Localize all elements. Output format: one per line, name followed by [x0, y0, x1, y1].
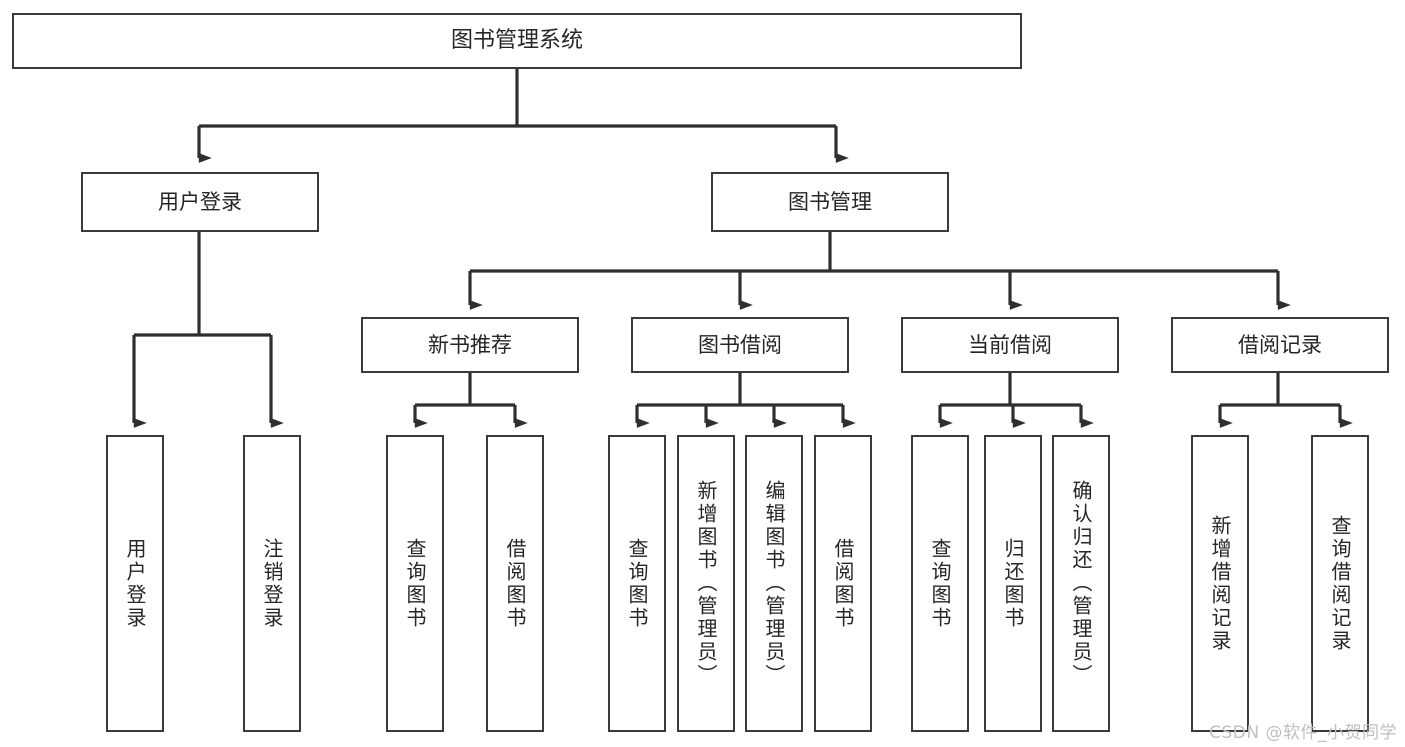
node-leaf-edit-book[interactable]: 编辑图书（管理员）: [745, 435, 803, 732]
node-new-book-recommend[interactable]: 新书推荐: [361, 317, 579, 373]
node-current-borrow[interactable]: 当前借阅: [901, 317, 1119, 373]
node-leaf-add-book[interactable]: 新增图书（管理员）: [677, 435, 735, 732]
node-root-system[interactable]: 图书管理系统: [12, 13, 1022, 69]
node-label: 查询图书: [928, 537, 952, 630]
node-label: 图书管理: [788, 189, 872, 214]
node-leaf-query-book-current[interactable]: 查询图书: [911, 435, 969, 732]
node-label: 用户登录: [158, 189, 242, 214]
node-label: 归还图书: [1001, 537, 1025, 630]
node-label: 注销登录: [260, 537, 284, 630]
node-book-manage[interactable]: 图书管理: [711, 172, 949, 232]
node-leaf-borrow-book[interactable]: 借阅图书: [814, 435, 872, 732]
node-label: 新增借阅记录: [1208, 514, 1232, 653]
node-label: 查询借阅记录: [1328, 514, 1352, 653]
node-leaf-borrow-book-recommend[interactable]: 借阅图书: [486, 435, 544, 732]
node-label: 借阅图书: [503, 537, 527, 630]
node-user-login[interactable]: 用户登录: [81, 172, 319, 232]
node-leaf-query-borrow-record[interactable]: 查询借阅记录: [1311, 435, 1369, 732]
node-leaf-query-book-recommend[interactable]: 查询图书: [386, 435, 444, 732]
node-borrow-record[interactable]: 借阅记录: [1171, 317, 1389, 373]
node-book-borrow[interactable]: 图书借阅: [631, 317, 849, 373]
node-label: 查询图书: [403, 537, 427, 630]
node-label: 确认归还（管理员）: [1069, 480, 1093, 687]
node-label: 当前借阅: [968, 332, 1052, 357]
node-leaf-logout-login[interactable]: 注销登录: [243, 435, 301, 732]
node-label: 新书推荐: [428, 332, 512, 357]
node-leaf-user-login[interactable]: 用户登录: [106, 435, 164, 732]
node-label: 图书借阅: [698, 332, 782, 357]
node-label: 用户登录: [123, 537, 147, 630]
node-leaf-confirm-return[interactable]: 确认归还（管理员）: [1052, 435, 1110, 732]
node-label: 图书管理系统: [450, 28, 583, 54]
node-label: 查询图书: [625, 537, 649, 630]
node-leaf-add-borrow-record[interactable]: 新增借阅记录: [1191, 435, 1249, 732]
node-label: 新增图书（管理员）: [694, 480, 718, 687]
node-label: 借阅记录: [1238, 332, 1322, 357]
node-leaf-return-book[interactable]: 归还图书: [984, 435, 1042, 732]
node-leaf-query-book-borrow[interactable]: 查询图书: [608, 435, 666, 732]
node-label: 借阅图书: [831, 537, 855, 630]
node-label: 编辑图书（管理员）: [762, 480, 786, 687]
